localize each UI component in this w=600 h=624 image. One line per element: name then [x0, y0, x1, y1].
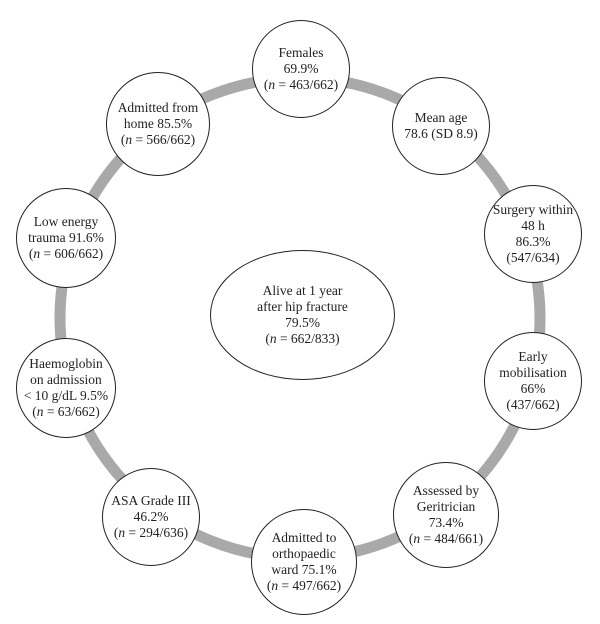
node-admitted-from-home: Admitted from home 85.5% (n = 566/662) [106, 72, 210, 176]
node-ward-line-3: ward 75.1% [271, 562, 337, 577]
node-ward-n-value: = 497/662) [278, 578, 342, 593]
node-low-energy-line-1: Low energy [33, 214, 99, 229]
node-ward-line-2: orthopaedic [272, 546, 336, 561]
node-females-n-label: n [268, 77, 276, 92]
center-n-label: n [269, 331, 277, 346]
node-surgery-line-4: (547/634) [506, 250, 560, 265]
node-mobilisation-line-3: 66% [520, 381, 546, 396]
node-haemoglobin-line-1: Haemoglobin [29, 356, 103, 371]
node-surgery-line-3: 86.3% [515, 234, 551, 249]
center-node-alive-at-1-year: Alive at 1 year after hip fracture 79.5%… [210, 250, 395, 380]
center-line-1: Alive at 1 year [262, 283, 343, 298]
node-haemoglobin-n-label: n [36, 404, 44, 419]
node-asa-n-line: (n = 294/636) [113, 525, 189, 540]
node-asa-n-label: n [118, 525, 126, 540]
node-low-energy-n-line: (n = 606/662) [28, 246, 104, 261]
node-mean-age-line-1: Mean age [414, 110, 468, 125]
node-home-line-1: Admitted from [117, 100, 199, 115]
node-ward-n-label: n [271, 578, 279, 593]
node-haemoglobin-line-3: < 10 g/dL 9.5% [23, 388, 109, 403]
node-asa-n-value: = 294/636) [125, 525, 189, 540]
node-home-n-line: (n = 566/662) [120, 132, 196, 147]
node-geritrician-line-3: 73.4% [428, 515, 464, 530]
node-surgery-line-2: 48 h [521, 218, 545, 233]
node-asa-line-1: ASA Grade III [111, 493, 191, 508]
node-females: Females 69.9% (n = 463/662) [252, 20, 350, 118]
node-females-line-2: 69.9% [283, 61, 319, 76]
node-home-n-label: n [125, 132, 133, 147]
center-n-line: (n = 662/833) [265, 331, 340, 346]
node-geritrician-line-1: Assessed by [412, 483, 480, 498]
node-geritrician-n-label: n [413, 531, 421, 546]
node-mean-age-line-2: 78.6 (SD 8.9) [404, 126, 478, 141]
node-low-energy-n-label: n [33, 246, 41, 261]
node-geritrician-n-value: = 484/661) [420, 531, 484, 546]
node-home-n-value: = 566/662) [132, 132, 196, 147]
node-haemoglobin-n-line: (n = 63/662) [32, 404, 100, 419]
node-early-mobilisation: Early mobilisation 66% (437/662) [484, 332, 582, 430]
node-haemoglobin-on-admission: Haemoglobin on admission < 10 g/dL 9.5% … [16, 338, 116, 438]
node-mobilisation-line-1: Early [518, 349, 548, 364]
node-ward-n-line: (n = 497/662) [266, 578, 342, 593]
center-line-3: 79.5% [285, 315, 320, 330]
node-females-line-1: Females [278, 45, 324, 60]
node-asa-line-2: 46.2% [133, 509, 169, 524]
center-line-2: after hip fracture [257, 299, 348, 314]
node-haemoglobin-line-2: on admission [30, 372, 102, 387]
node-mobilisation-line-4: (437/662) [506, 397, 560, 412]
node-low-energy-line-2: trauma 91.6% [28, 230, 104, 245]
node-geritrician-n-line: (n = 484/661) [408, 531, 484, 546]
node-home-line-2: home 85.5% [123, 116, 193, 131]
node-mean-age: Mean age 78.6 (SD 8.9) [392, 77, 490, 175]
node-haemoglobin-n-value: = 63/662) [43, 404, 100, 419]
node-females-n-line: (n = 463/662) [263, 77, 339, 92]
node-asa-grade-iii: ASA Grade III 46.2% (n = 294/636) [102, 468, 200, 566]
node-admitted-to-orthopaedic-ward: Admitted to orthopaedic ward 75.1% (n = … [251, 509, 357, 615]
node-assessed-by-geritrician: Assessed by Geritrician 73.4% (n = 484/6… [393, 462, 499, 568]
node-surgery-within-48h: Surgery within 48 h 86.3% (547/634) [484, 185, 582, 283]
node-low-energy-trauma: Low energy trauma 91.6% (n = 606/662) [16, 188, 116, 288]
node-low-energy-n-value: = 606/662) [40, 246, 104, 261]
node-females-n-value: = 463/662) [275, 77, 339, 92]
node-geritrician-line-2: Geritrician [416, 499, 476, 514]
center-n-value: = 662/833) [276, 331, 340, 346]
node-surgery-line-1: Surgery within [492, 202, 574, 217]
node-ward-line-1: Admitted to [271, 530, 337, 545]
node-mobilisation-line-2: mobilisation [499, 365, 567, 380]
